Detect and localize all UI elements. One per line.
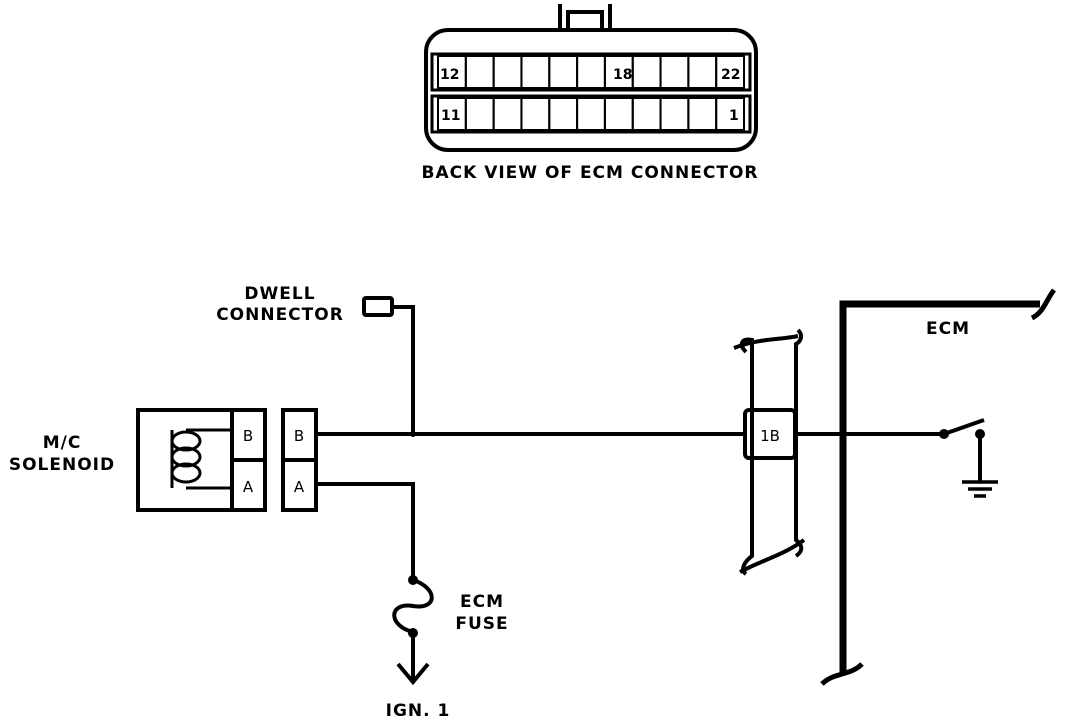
connector-caption: BACK VIEW OF ECM CONNECTOR xyxy=(422,163,759,183)
solenoid-body xyxy=(136,408,232,512)
ecm-label: ECM xyxy=(926,319,970,339)
connector-cavity xyxy=(464,97,495,131)
ecm-harness-connector: 1B xyxy=(733,328,806,576)
dwell-wire xyxy=(392,305,415,434)
solenoid-terminal-a-label: A xyxy=(243,478,254,496)
ecm-module: ECM xyxy=(795,288,1057,686)
connector-cavity xyxy=(576,97,606,131)
solenoid-coil-icon xyxy=(170,428,232,490)
connector-cavity xyxy=(492,55,523,89)
power-wire xyxy=(316,482,415,578)
connector-lock-tab xyxy=(558,4,612,30)
connector-cavity xyxy=(715,97,746,131)
fuse-label-line1: ECM xyxy=(460,592,504,612)
connector-cavity xyxy=(631,97,662,131)
dwell-label-line2: CONNECTOR xyxy=(216,305,344,325)
connector-bottom-row xyxy=(430,94,752,134)
dwell-terminal xyxy=(362,296,394,317)
connector-cavity xyxy=(520,97,551,131)
solenoid-terminal-b-label: B xyxy=(243,427,253,445)
pin-label-1: 1 xyxy=(729,108,739,124)
splice-point xyxy=(410,431,416,437)
ecm-connector-top-curve xyxy=(733,334,799,350)
fuse-icon xyxy=(392,578,434,634)
pin-label-18: 18 xyxy=(613,67,632,83)
connector-cavity xyxy=(548,55,579,89)
connector-cavity xyxy=(464,55,495,89)
connector-cavity xyxy=(548,97,579,131)
pin-label-11: 11 xyxy=(441,108,460,124)
connector-cavity xyxy=(520,55,551,89)
connector-cavity xyxy=(603,97,634,131)
ign-label: IGN. 1 xyxy=(386,701,451,720)
ign-arrow-icon xyxy=(396,662,430,686)
solenoid-terminal-a xyxy=(230,458,267,512)
pin-label-22: 22 xyxy=(721,67,740,83)
ecm-pin-1b-label: 1B xyxy=(760,427,780,445)
connector-top-row xyxy=(430,52,752,92)
fuse-label-line2: FUSE xyxy=(455,614,508,634)
ecm-driver-switch-icon xyxy=(943,418,985,436)
connector-body xyxy=(424,28,758,152)
connector-cavity xyxy=(687,55,718,89)
power-circuit: ECM FUSE IGN. 1 xyxy=(316,482,508,720)
ecm-connector-bottom-curve xyxy=(739,538,806,574)
connector-cavity xyxy=(659,55,690,89)
mc-solenoid: M/C SOLENOID B A xyxy=(9,408,267,512)
connector-cavity xyxy=(492,97,523,131)
ecm-boundary-break-top xyxy=(1030,288,1057,321)
connector-cavity xyxy=(576,55,606,89)
dwell-connector: DWELL CONNECTOR xyxy=(216,284,415,434)
solenoid-label-line1: M/C xyxy=(43,433,82,453)
harness-terminal-b-label: B xyxy=(294,427,304,445)
ground-icon xyxy=(962,480,998,498)
ecm-connector-back-view: 12 18 22 11 1 BACK VIEW OF ECM CONNECTOR xyxy=(422,4,759,183)
solenoid-label-line2: SOLENOID xyxy=(9,455,115,475)
pin-label-12: 12 xyxy=(440,67,459,83)
connector-cavities xyxy=(437,55,746,131)
connector-cavity xyxy=(687,97,718,131)
ecm-boundary-break-bottom xyxy=(820,662,864,686)
harness-terminal-a-label: A xyxy=(294,478,305,496)
connector-cavity xyxy=(659,97,690,131)
ecm-boundary xyxy=(839,300,1040,672)
dwell-label-line1: DWELL xyxy=(244,284,315,304)
connector-cavity xyxy=(631,55,662,89)
harness-connector: B A xyxy=(281,408,318,512)
connector-cavity xyxy=(715,55,746,89)
